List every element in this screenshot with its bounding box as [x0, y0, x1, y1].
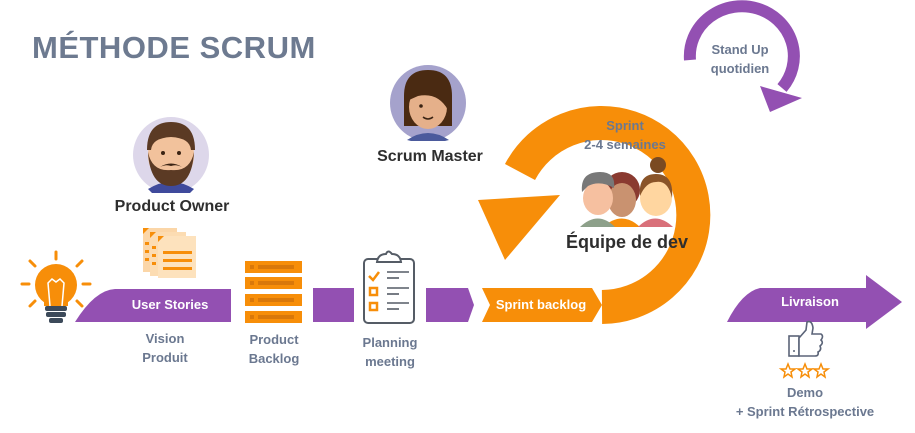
- product-backlog-line1: Product: [249, 332, 299, 347]
- planning-meeting-label: Planning meeting: [345, 333, 435, 371]
- standup-label: Stand Up quotidien: [690, 40, 790, 78]
- product-owner-avatar: [133, 117, 209, 193]
- sprint-backlog-label: Sprint backlog: [495, 297, 587, 312]
- livraison-arrow: [727, 275, 902, 329]
- sprint-duration-label: Sprint 2-4 semaines: [575, 116, 675, 154]
- standup-line1: Stand Up: [711, 42, 769, 57]
- demo-line2: + Sprint Rétrospective: [735, 404, 875, 419]
- dev-team-icon: [580, 157, 673, 227]
- page-title: MÉTHODE SCRUM: [32, 30, 316, 65]
- sprint-backlog-band: [482, 288, 602, 322]
- product-owner-label: Product Owner: [114, 198, 230, 215]
- dev-team-label: Équipe de dev: [566, 232, 689, 252]
- standup-line2: quotidien: [710, 61, 770, 76]
- planning-line1: Planning: [362, 335, 418, 350]
- scrum-master-avatar: [390, 65, 466, 141]
- demo-retro-label: Demo + Sprint Rétrospective: [735, 383, 875, 421]
- sprint-line2: 2-4 semaines: [584, 137, 666, 152]
- vision-line2: Produit: [142, 350, 188, 365]
- lightbulb-icon: [20, 250, 92, 323]
- livraison-label: Livraison: [781, 294, 839, 309]
- flow-connector-arrow: [426, 288, 474, 322]
- scrum-master-label: Scrum Master: [377, 148, 483, 165]
- three-stars-icon: [778, 361, 831, 379]
- backlog-list-icon: [245, 261, 302, 323]
- vision-line1: Vision: [145, 331, 185, 346]
- clipboard-checklist-icon: [363, 250, 415, 324]
- planning-line2: meeting: [365, 354, 415, 369]
- sprint-line1: Sprint: [606, 118, 644, 133]
- product-backlog-label: Product Backlog: [229, 330, 319, 368]
- user-stories-label: User Stories: [131, 297, 209, 312]
- demo-line1: Demo: [786, 385, 824, 400]
- vision-produit-label: Vision Produit: [120, 329, 210, 367]
- sprint-cycle-arrow: [478, 106, 711, 324]
- user-stories-band: [75, 289, 231, 322]
- thumbs-up-icon: [788, 320, 824, 357]
- documents-stack-icon: [143, 228, 196, 278]
- standup-cycle-arrow: [683, 0, 802, 112]
- flow-connector: [313, 288, 354, 322]
- product-backlog-line2: Backlog: [248, 351, 300, 366]
